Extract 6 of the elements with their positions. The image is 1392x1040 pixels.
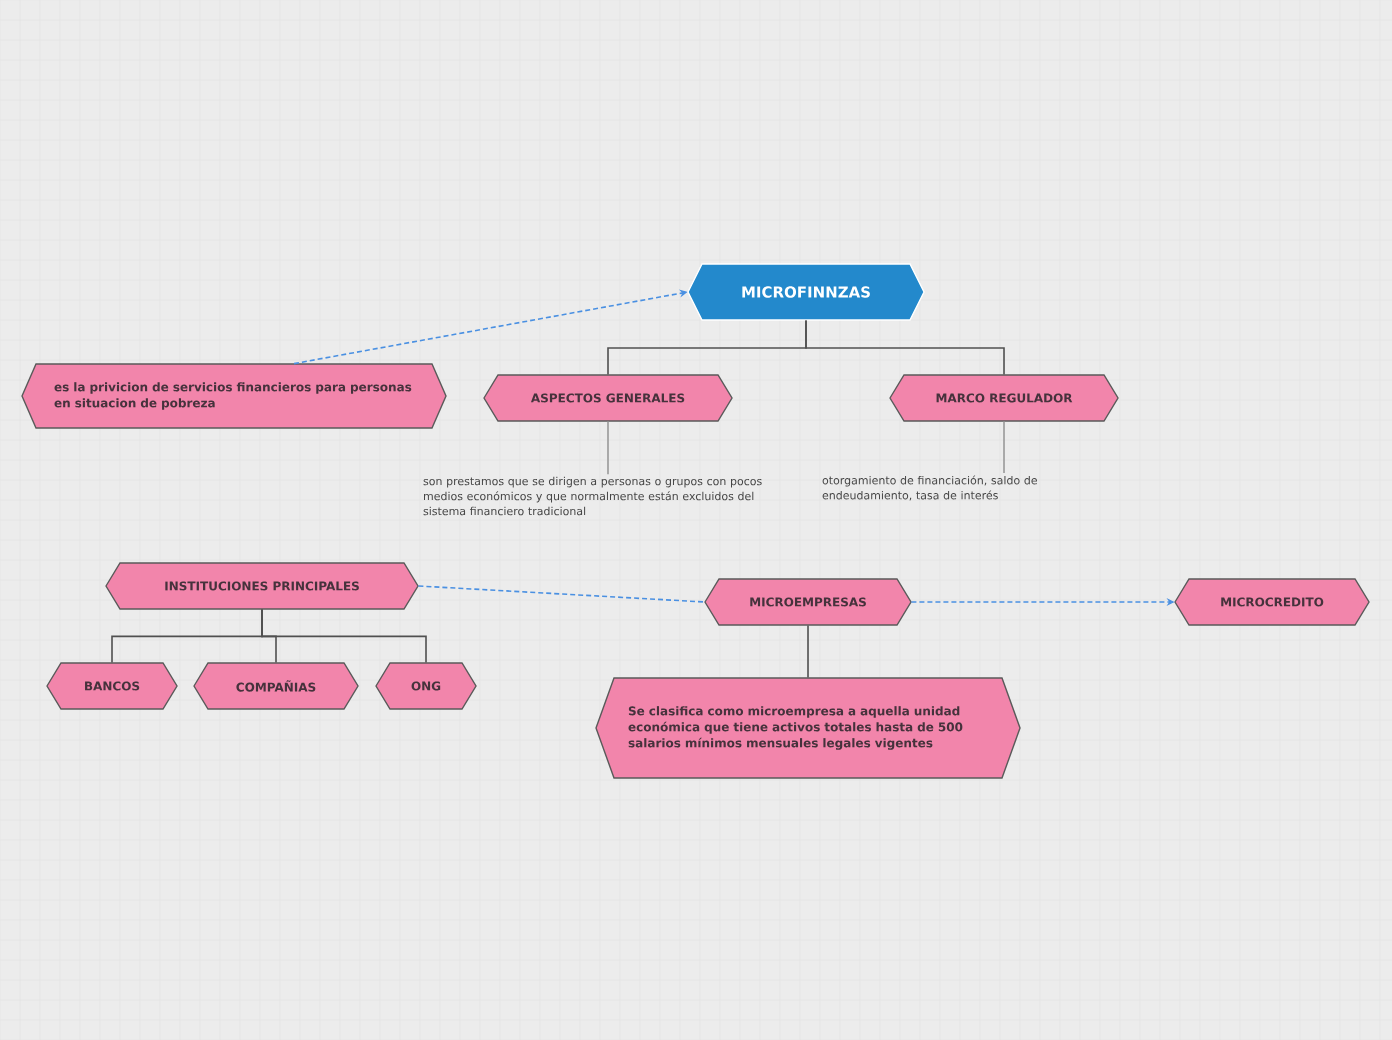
connector (807, 624, 809, 679)
connector (805, 319, 1005, 376)
connector (607, 420, 609, 476)
connector (417, 585, 706, 603)
connector (1003, 420, 1005, 474)
connector (261, 608, 427, 664)
